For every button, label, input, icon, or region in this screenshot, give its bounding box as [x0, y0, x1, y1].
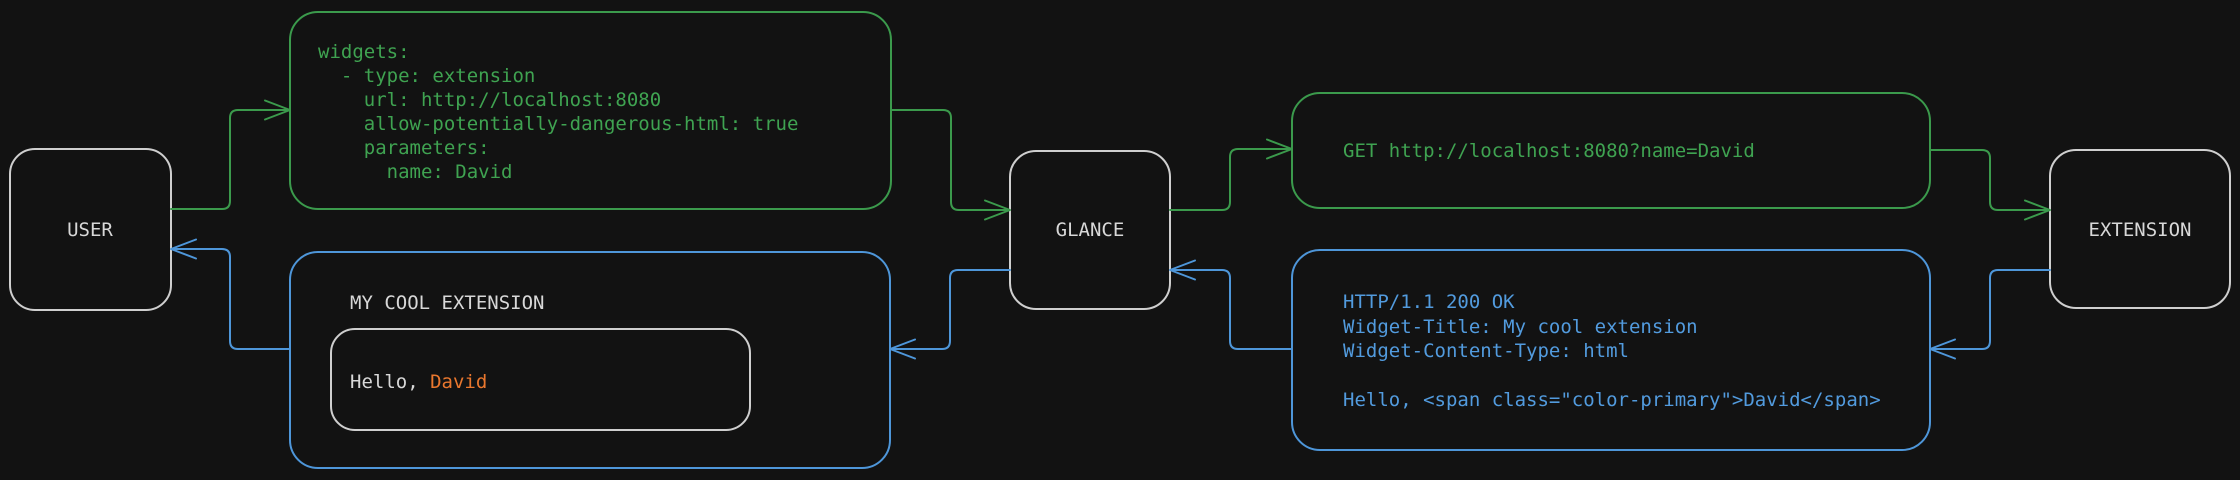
widget-title: MY COOL EXTENSION: [350, 292, 544, 314]
user-node: USER: [9, 148, 172, 311]
arrow-glance-to-request: [1169, 138, 1293, 211]
arrow-config-to-glance: [890, 109, 1011, 221]
arrowhead-left-icon: [1169, 259, 1196, 281]
arrowhead-left-icon: [170, 238, 197, 260]
arrow-line: [1170, 269, 1293, 350]
widget-preview-box: MY COOL EXTENSION Hello, David: [289, 251, 891, 469]
arrow-widget-to-user: [170, 238, 291, 350]
config-yaml-line: url: http://localhost:8080: [318, 89, 661, 111]
config-yaml-line: name: David: [318, 161, 512, 183]
greeting-name: David: [430, 371, 487, 393]
arrow-line: [170, 109, 290, 210]
arrowhead-right-icon: [264, 99, 291, 121]
response-line: Hello, <span class="color-primary">David…: [1343, 389, 1881, 411]
arrowhead-right-icon: [2024, 199, 2051, 221]
arrow-line: [1929, 149, 2050, 211]
response-line: Widget-Title: My cool extension: [1343, 316, 1698, 338]
request-line: GET http://localhost:8080?name=David: [1343, 140, 1755, 162]
glance-node-label: GLANCE: [1056, 219, 1125, 241]
glance-node: GLANCE: [1009, 150, 1171, 310]
arrow-user-to-config: [170, 99, 291, 210]
widget-greeting: Hello, David: [350, 371, 487, 393]
response-box: HTTP/1.1 200 OK Widget-Title: My cool ex…: [1291, 249, 1931, 451]
extension-node: EXTENSION: [2049, 149, 2231, 309]
greeting-prefix: Hello,: [350, 371, 430, 393]
arrowhead-left-icon: [1929, 338, 1956, 360]
extension-node-label: EXTENSION: [2089, 219, 2192, 241]
response-line: HTTP/1.1 200 OK: [1343, 291, 1515, 313]
config-yaml-box: widgets: - type: extension url: http://l…: [289, 11, 892, 210]
arrow-response-to-glance: [1169, 259, 1293, 350]
widget-content-box: [330, 328, 751, 431]
config-yaml-line: - type: extension: [318, 65, 535, 87]
arrow-line: [171, 248, 291, 350]
arrow-extension-to-response: [1929, 269, 2051, 360]
arrowhead-left-icon: [889, 338, 916, 360]
user-node-box: [9, 148, 172, 311]
request-box: GET http://localhost:8080?name=David: [1291, 92, 1931, 209]
arrow-request-to-extension: [1929, 149, 2051, 221]
arrow-line: [890, 269, 1011, 350]
arrow-line: [1169, 148, 1292, 211]
config-yaml-line: widgets:: [318, 41, 410, 63]
glance-node-box: [1009, 150, 1171, 310]
response-line: Widget-Content-Type: html: [1343, 340, 1629, 362]
arrowhead-right-icon: [984, 199, 1011, 221]
arrow-glance-to-widget: [889, 269, 1011, 360]
user-node-label: USER: [67, 219, 113, 241]
arrow-line: [890, 109, 1010, 211]
extension-node-box: [2049, 149, 2231, 309]
arrow-line: [1930, 269, 2051, 350]
config-yaml-line: allow-potentially-dangerous-html: true: [318, 113, 798, 135]
widget-preview-box-border: [289, 251, 891, 469]
config-yaml-line: parameters:: [318, 137, 490, 159]
arrowhead-right-icon: [1266, 138, 1293, 160]
